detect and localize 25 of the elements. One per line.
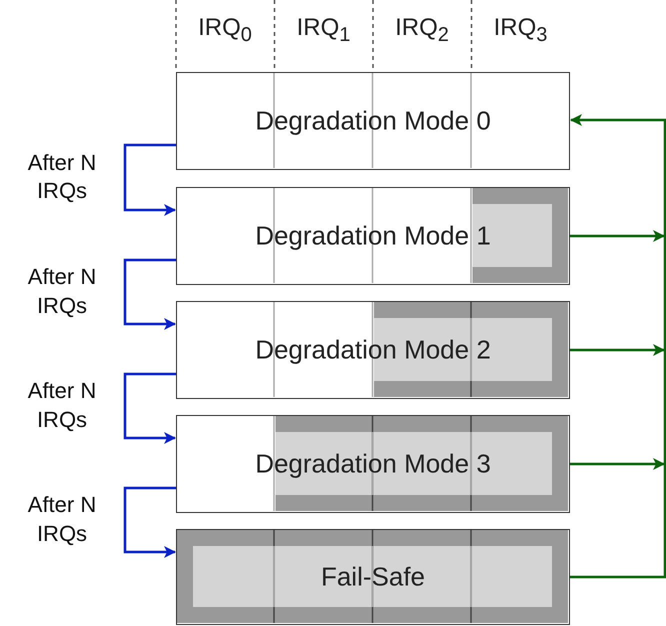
- arrow: [124, 486, 176, 558]
- mode-label: Degradation Mode 3: [254, 448, 492, 480]
- column-header: IRQ$_{3}$: [492, 14, 548, 47]
- edge-label: After N IRQs: [26, 148, 98, 206]
- mode-label: Degradation Mode 2: [254, 334, 492, 366]
- mode-label: Degradation Mode 1: [254, 220, 492, 252]
- edge-label: After N IRQs: [26, 377, 98, 434]
- mode-label: Fail-Safe: [320, 562, 426, 592]
- arrow: [124, 144, 176, 216]
- edge-label: After N IRQs: [26, 491, 98, 548]
- column-header: IRQ$_{1}$: [296, 14, 352, 47]
- arrow: [570, 114, 666, 578]
- edge-label: After N IRQs: [26, 263, 98, 320]
- column-header: IRQ$_{2}$: [394, 14, 450, 47]
- arrow: [570, 344, 665, 356]
- mode-row: [176, 301, 570, 399]
- mode-row: [176, 415, 570, 513]
- mode-row: [176, 72, 570, 170]
- arrow: [124, 258, 176, 330]
- arrow: [570, 230, 665, 242]
- arrow: [570, 458, 665, 470]
- mode-row: [176, 187, 570, 285]
- arrow: [124, 372, 176, 444]
- mode-label: Degradation Mode 0: [254, 106, 492, 136]
- column-header: IRQ$_{0}$: [197, 14, 253, 47]
